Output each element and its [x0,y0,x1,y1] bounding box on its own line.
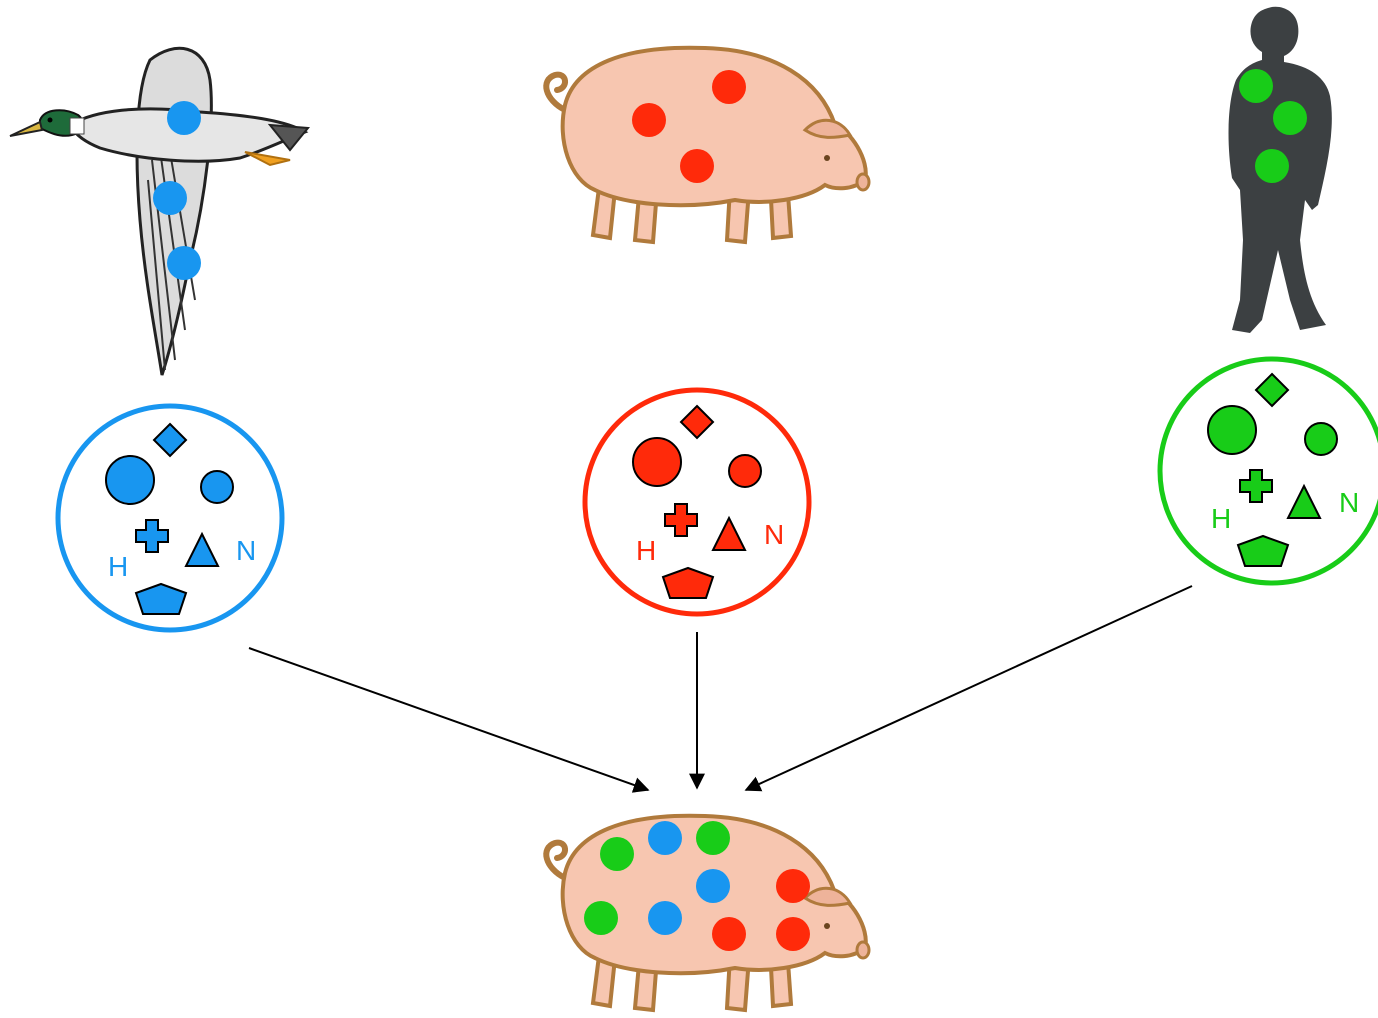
human-segments [1239,69,1307,183]
segment-dot [776,869,810,903]
hemagglutinin-label: H [636,535,656,566]
duck-icon [9,46,310,376]
reassortant-segments [584,821,810,951]
swine-virus-particle [582,387,812,617]
segment-dot [167,246,201,280]
segment-dot [648,821,682,855]
segment-dot [680,149,714,183]
neuraminidase-label: N [236,535,256,566]
segment-dot [696,869,730,903]
arrow-human-to-pig [744,585,1193,792]
hemagglutinin-label: H [1211,503,1231,534]
arrow-avian-to-pig [248,647,650,793]
segment-dot [1239,69,1273,103]
hemagglutinin-label: H [108,551,128,582]
duck-segments [153,101,201,280]
segment-dot [167,101,201,135]
segment-dot [584,901,618,935]
segment-dot [696,821,730,855]
segment-dot [776,917,810,951]
segment-dot [600,837,634,871]
neuraminidase-label: N [1339,487,1359,518]
pig-icon [546,48,869,242]
segment-dot [153,181,187,215]
segment-dot [712,70,746,104]
reassortment-arrows [248,585,1193,793]
segment-dot [632,103,666,137]
segment-dot [1273,101,1307,135]
pig-segments [632,70,746,183]
segment-dot [648,901,682,935]
human-virus-particle [1157,356,1378,586]
neuraminidase-label: N [764,519,784,550]
segment-dot [712,917,746,951]
segment-dot [1255,149,1289,183]
avian-virus-particle [55,403,285,633]
